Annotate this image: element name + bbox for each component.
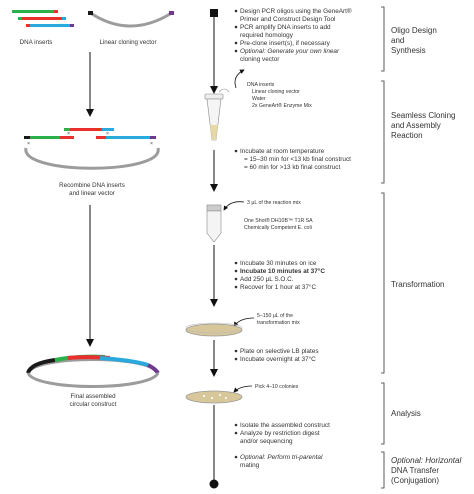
svg-text:×: ×: [150, 141, 153, 147]
agar-plate-icon: [185, 322, 243, 337]
incubate-line-3: = 60 min for >13 kb final construct: [244, 164, 340, 171]
transform-bullets: Incubate 30 minutes on ice Incubate 10 m…: [234, 260, 325, 291]
final-label-2: circular construct: [70, 401, 117, 408]
recombine-label-2: and linear vector: [69, 190, 115, 197]
cells-tube-icon: [206, 204, 222, 243]
vector-label: Linear cloning vector: [99, 39, 156, 46]
stage2-line-2: and Assembly: [391, 121, 441, 130]
stage5-line-1: Optional: Horizontal: [391, 456, 461, 465]
stage1-line-3: Synthesis: [391, 46, 426, 55]
stage1-line-2: and: [391, 36, 404, 45]
analysis-line-2: Analyze by restriction digest: [240, 430, 320, 437]
step1-bullets: Design PCR oligos using the GeneArt® Pri…: [234, 7, 352, 63]
step1-line-2: Primer and Construct Design Tool: [240, 16, 335, 23]
plate-mix-arrow: [233, 317, 255, 327]
step1-line-5: Pre-clone insert(s), if necessary: [240, 40, 331, 47]
plate-bullet-2: [234, 357, 238, 361]
stage1-line-1: Oligo Design: [391, 26, 437, 35]
colony-plate-icon: [185, 390, 243, 404]
step1-line-3: PCR amplify DNA inserts to add: [240, 24, 331, 31]
transform-line-3: Add 250 µL S.O.C.: [240, 276, 294, 283]
plate-line-1: Plate on selective LB plates: [240, 348, 319, 355]
pick-label: Pick 4–10 colonies: [255, 384, 299, 390]
analysis-line-3: and/or sequencing: [240, 438, 293, 445]
incubate-bullet: [234, 149, 238, 153]
transform-line-4: Recover for 1 hour at 37°C: [240, 283, 316, 291]
svg-text:×: ×: [67, 131, 70, 137]
start-square: [210, 9, 218, 17]
step1-line-4: required homology: [240, 32, 294, 39]
stage2-line-1: Seamless Cloning: [391, 111, 455, 120]
reaction-tube-icon: [204, 69, 245, 141]
end-dot: [209, 479, 219, 489]
step1-line-7: cloning vector: [240, 56, 280, 63]
final-construct-graphic: [26, 354, 160, 388]
incubate-line-2: = 15–30 min for <13 kb final construct: [244, 156, 351, 163]
transform-line-2: Incubate 10 minutes at 37°C: [240, 267, 325, 275]
svg-text:×: ×: [27, 141, 30, 147]
transform-line-1: Incubate 30 minutes on ice: [240, 260, 317, 267]
final-label-1: Final assembled: [70, 393, 116, 400]
stage4-line-1: Analysis: [391, 409, 421, 418]
step1-line-6: Optional: Generate your own linear: [240, 48, 340, 55]
stage-brackets: [381, 6, 385, 489]
plate-mix-line-2: transformation mix: [257, 320, 300, 326]
analysis-line-4: Optional: Perform tri-parental: [240, 454, 323, 461]
tube-line-1: DNA inserts: [247, 82, 275, 88]
stage3-line-1: Transformation: [391, 280, 445, 289]
linear-vector-graphic: [88, 11, 174, 28]
reaction-mix-label: 3 µL of the reaction mix: [247, 200, 301, 206]
pick-arrow: [233, 385, 253, 393]
reaction-mix-arrow: [223, 201, 245, 211]
tube-line-3: Water: [252, 96, 266, 102]
dna-inserts-label: DNA inserts: [20, 39, 53, 46]
step1-line-1: Design PCR oligos using the GeneArt®: [240, 7, 352, 15]
plate-mix-line-1: 5–150 µL of the: [257, 313, 293, 319]
cells-line-1: One Shot® DH10B™ T1R SA: [244, 217, 313, 224]
recombine-label-1: Recombine DNA inserts: [59, 182, 125, 189]
stage2-line-3: Reaction: [391, 131, 423, 140]
incubate-line-1: Incubate at room temperature: [240, 148, 325, 155]
cells-line-2: Chemically Competent E. coli: [244, 225, 312, 231]
stage5-line-3: (Conjugation): [391, 476, 439, 485]
analysis-line-5: mating: [240, 462, 260, 469]
tube-line-4: 2x GeneArt® Enzyme Mix: [252, 102, 312, 109]
plate-line-2: Incubate overnight at 37°C: [240, 355, 316, 363]
analysis-line-1: Isolate the assembled construct: [240, 422, 330, 429]
stage5-line-2: DNA Transfer: [391, 466, 439, 475]
svg-text:×: ×: [106, 131, 109, 137]
plate-bullet-1: [234, 349, 238, 353]
analysis-bullets: Isolate the assembled construct Analyze …: [234, 422, 330, 469]
recombine-graphic: × × × ×: [24, 128, 160, 170]
dna-inserts-graphic: [12, 10, 74, 27]
tube-line-2: Linear cloning vector: [252, 89, 300, 95]
